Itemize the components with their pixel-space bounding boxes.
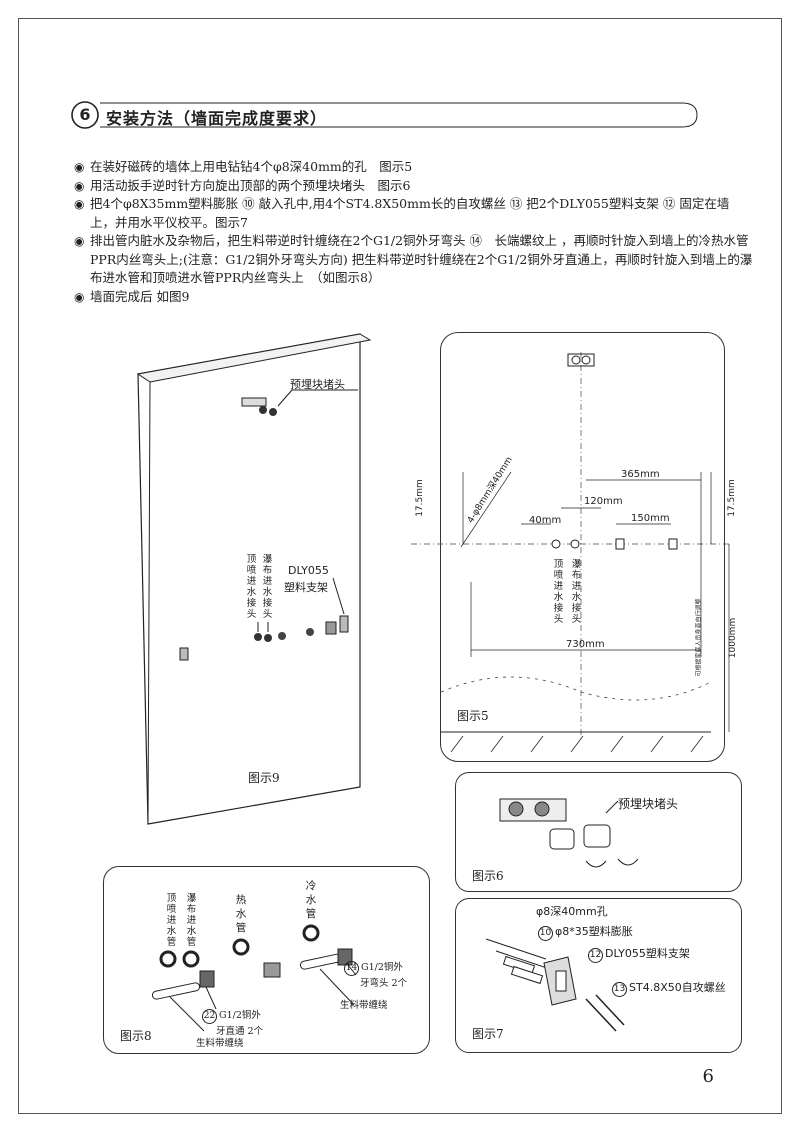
bracket-install-drawing	[485, 938, 625, 1032]
fig5-dim-17-5-left: 17.5mm	[414, 479, 425, 517]
fig5-dim-1000: 1000mm	[728, 617, 739, 659]
hole-layout-drawing	[411, 352, 731, 753]
fig5-dim-120: 120mm	[584, 496, 623, 507]
fig8-elbow-num: 14	[344, 961, 359, 976]
fig9-caption: 图示9	[248, 771, 280, 785]
fig7-anchor-num: 10	[538, 926, 553, 941]
section-number: 6	[79, 105, 91, 124]
page-number: 6	[702, 1066, 714, 1087]
fig9-plug-label: 预埋块堵头	[290, 378, 345, 391]
fig8-straight-num: 22	[202, 1009, 217, 1024]
fig8-hot-pipe: 热水管	[235, 894, 247, 934]
section-header: 6 安装方法（墙面完成度要求）	[68, 100, 698, 130]
fig8-straight-label-2: 牙直通 2个	[216, 1026, 264, 1037]
section-header-outline	[71, 101, 698, 129]
fig8-cold-pipe: 冷水管	[305, 880, 317, 920]
instruction-list: 在装好磁砖的墙体上用电钻钻4个φ8深40mm的孔 图示5 用活动扳手逆时针方向旋…	[74, 158, 754, 306]
embedded-plug-drawing	[241, 389, 358, 416]
fig5-dim-730: 730mm	[566, 639, 605, 650]
fig7-screw-label: ST4.8X50自攻螺丝	[629, 981, 726, 994]
fig8-caption: 图示8	[120, 1029, 152, 1043]
fig7-anchor-label: φ8*35塑料膨胀	[555, 925, 633, 938]
fig5-dim-365: 365mm	[621, 469, 660, 480]
fig6-caption: 图示6	[472, 869, 504, 883]
fig7-bracket-label: DLY055塑料支架	[605, 947, 690, 960]
step-5: 墙面完成后 如图9	[74, 288, 754, 307]
fig5-dim-40: 40mm	[529, 515, 562, 526]
fig7-hole-label: φ8深40mm孔	[536, 905, 608, 918]
fig8-elbow-label-1: G1/2铜外	[361, 962, 403, 973]
fittings-drawing	[179, 577, 349, 661]
fig8-top-inlet: 顶喷进水管	[166, 893, 177, 948]
fig5-top-inlet: 顶喷进水接头	[553, 559, 564, 625]
fig9-bracket-label-1: DLY055	[288, 564, 329, 577]
wall-panel-drawing	[136, 333, 372, 825]
fig5-waterfall-inlet: 瀑布进水接头	[571, 559, 582, 625]
fig8-waterfall-inlet: 瀑布进水管	[186, 893, 197, 948]
fig5-dim-150: 150mm	[631, 513, 670, 524]
fig8-straight-label-1: G1/2铜外	[219, 1010, 261, 1021]
fig5-caption: 图示5	[457, 709, 489, 723]
fig9-bracket-label-2: 塑料支架	[284, 581, 328, 594]
fig7-screw-num: 13	[612, 982, 627, 997]
page-frame	[18, 18, 782, 1114]
fig9-waterfall-inlet: 瀑布进水接头	[262, 554, 273, 620]
fig8-tape-1: 生料带缠绕	[340, 1000, 388, 1011]
figure-6: 预埋块堵头 图示6	[455, 772, 742, 892]
fig5-dim-17-5-right: 17.5mm	[726, 479, 737, 517]
fig7-bracket-num: 12	[588, 948, 603, 963]
fig8-elbow-label-2: 牙弯头 2个	[360, 978, 408, 989]
plug-removal-drawing	[499, 798, 639, 868]
step-2: 用活动扳手逆时针方向旋出顶部的两个预埋块堵头 图示6	[74, 177, 754, 196]
fig5-height-note: 可根据家庭人员身高自行调整	[695, 598, 703, 677]
step-3: 把4个φ8X35mm塑料膨胀 ⑩ 敲入孔中,用4个ST4.8X50mm长的自攻螺…	[74, 195, 754, 232]
fig7-caption: 图示7	[472, 1027, 504, 1041]
figure-5: 365mm 120mm 150mm 40mm 730mm 17.5mm 17.5…	[411, 332, 738, 762]
step-1: 在装好磁砖的墙体上用电钻钻4个φ8深40mm的孔 图示5	[74, 158, 754, 177]
figure-9: 预埋块堵头 DLY055 塑料支架 顶喷进水接头 瀑布进水接头 图示9	[130, 332, 380, 827]
section-title: 安装方法（墙面完成度要求）	[106, 109, 328, 128]
fitting-install-drawing	[151, 924, 357, 1032]
step-4: 排出管内脏水及杂物后，把生料带逆时针缠绕在2个G1/2铜外牙弯头 ⑭ 长端螺纹上…	[74, 232, 754, 288]
fig8-tape-2: 生料带缠绕	[196, 1038, 244, 1049]
fig6-plug-label: 预埋块堵头	[618, 797, 679, 811]
fig9-top-inlet: 顶喷进水接头	[246, 554, 257, 620]
